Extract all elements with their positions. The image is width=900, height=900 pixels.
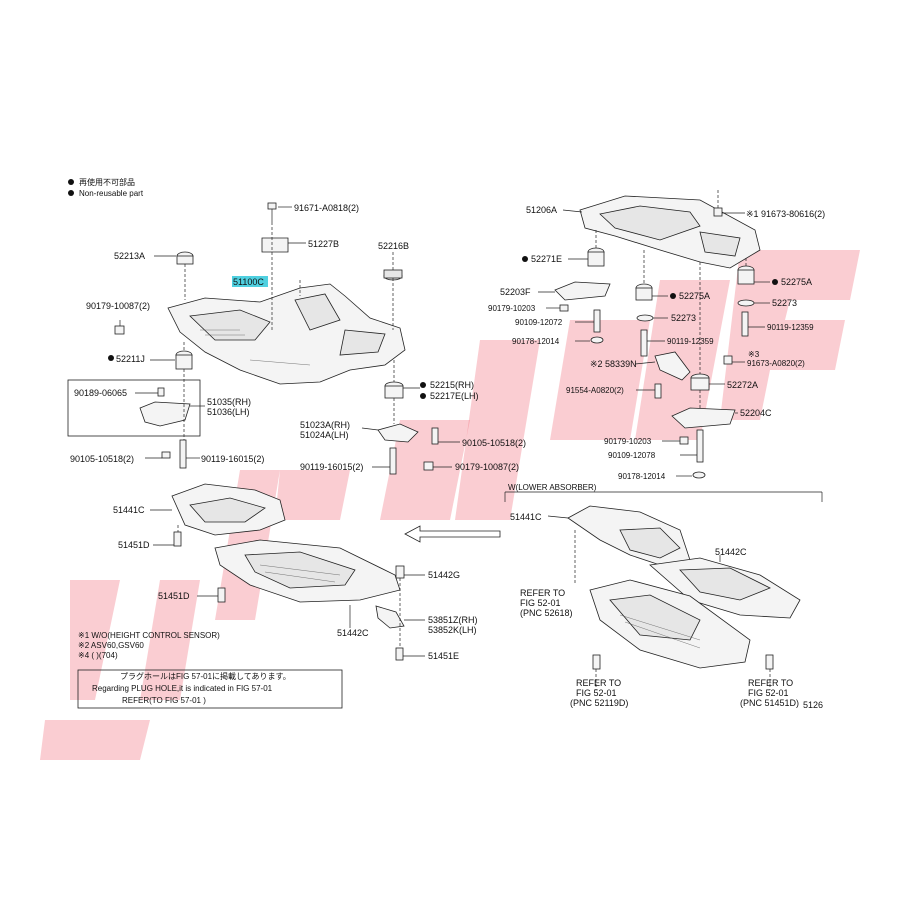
- label-51035: 51035(RH): [207, 397, 251, 407]
- label-52213A: 52213A: [114, 251, 145, 261]
- label-52275A-a: 52275A: [781, 277, 812, 287]
- label-refer-2-fig: FIG 52-01: [576, 688, 617, 698]
- nonreusable-bullet: [420, 382, 426, 388]
- label-90105-10518-a: 90105-10518(2): [70, 454, 134, 464]
- plug-note-line-3: REFER(TO FIG 57-01 ): [122, 696, 206, 705]
- label-refer-1: REFER TO: [520, 588, 565, 598]
- legend-reuse-en: Non-reusable part: [79, 189, 144, 198]
- label-91671-A0818: 91671-A0818(2): [294, 203, 359, 213]
- label-51441C-b: 51441C: [510, 512, 542, 522]
- label-refer-2: REFER TO: [576, 678, 621, 688]
- label-90179-10087-b: 90179-10087(2): [455, 462, 519, 472]
- nonreusable-bullet: [420, 393, 426, 399]
- label-90179-10087-a: 90179-10087(2): [86, 301, 150, 311]
- label-90178-12014-b: 90178-12014: [618, 472, 666, 481]
- label-refer-1-fig: FIG 52-01: [520, 598, 561, 608]
- under-cover-group-left: [150, 483, 425, 661]
- label-90189-06065: 90189-06065: [74, 388, 127, 398]
- label-90119-16015-b: 90119-16015(2): [300, 462, 363, 472]
- label-note3: ※3: [748, 350, 760, 359]
- label-51024A: 51024A(LH): [300, 430, 349, 440]
- label-51100C: 51100C: [233, 277, 264, 287]
- label-refer-3: REFER TO: [748, 678, 793, 688]
- label-51451E: 51451E: [428, 651, 459, 661]
- rear-suspension-group: [538, 190, 770, 479]
- label-51442C-b: 51442C: [715, 547, 747, 557]
- label-90105-10518-b: 90105-10518(2): [462, 438, 526, 448]
- front-crossmember-group: [67, 202, 460, 475]
- note-3: ※4 ( )(704): [78, 651, 118, 660]
- nonreusable-bullet: [108, 355, 114, 361]
- label-52217E: 52217E(LH): [430, 391, 479, 401]
- label-51442G: 51442G: [428, 570, 460, 580]
- nonreusable-bullet: [772, 279, 778, 285]
- label-53852K: 53852K(LH): [428, 625, 477, 635]
- nonreusable-bullet: [670, 293, 676, 299]
- label-91554-A0820: 91554-A0820(2): [566, 386, 624, 395]
- label-51442C-a: 51442C: [337, 628, 369, 638]
- plug-note-box: [77, 669, 343, 709]
- label-refer-2-pnc: (PNC 52119D): [570, 698, 628, 708]
- plug-note-line-2: Regarding PLUG HOLE,it is indicated in F…: [92, 684, 273, 693]
- label-52204C: 52204C: [740, 408, 772, 418]
- label-51227B: 51227B: [308, 239, 339, 249]
- label-90119-12359-a: 90119-12359: [767, 323, 814, 332]
- label-52215: 52215(RH): [430, 380, 474, 390]
- label-refer-3-pnc: (PNC 51451D): [740, 698, 799, 708]
- figure-number: 5126: [803, 700, 823, 710]
- label-90119-12359-b: 90119-12359: [667, 337, 714, 346]
- label-52272A: 52272A: [727, 380, 758, 390]
- label-91673-A0820: 91673-A0820(2): [747, 359, 805, 368]
- label-51023A: 51023A(RH): [300, 420, 350, 430]
- label-90179-10203-a: 90179-10203: [488, 304, 536, 313]
- label-90178-12014-a: 90178-12014: [512, 337, 560, 346]
- lower-absorber-group: [504, 491, 823, 690]
- arrow-left-icon: [404, 525, 501, 543]
- label-51206A: 51206A: [526, 205, 557, 215]
- label-lower-absorber: W(LOWER ABSORBER): [508, 483, 597, 492]
- label-52273-b: 52273: [671, 313, 696, 323]
- label-52211J: 52211J: [116, 354, 145, 364]
- note-2: ※2 ASV60,GSV60: [78, 641, 144, 650]
- label-58339N: ※2 58339N: [590, 359, 637, 369]
- legend-bullet-1: [68, 179, 74, 185]
- legend-reuse-jp: 再使用不可部品: [79, 177, 135, 187]
- nonreusable-bullet: [522, 256, 528, 262]
- label-51441C-a: 51441C: [113, 505, 145, 515]
- label-52271E: 52271E: [531, 254, 562, 264]
- highlight-51100C: [232, 276, 268, 287]
- label-51451D-b: 51451D: [158, 591, 190, 601]
- label-refer-3-fig: FIG 52-01: [748, 688, 789, 698]
- note-1: ※1 W/O(HEIGHT CONTROL SENSOR): [78, 631, 220, 640]
- label-refer-1-pnc: (PNC 52618): [520, 608, 573, 618]
- label-90109-12078: 90109-12078: [608, 451, 656, 460]
- label-53851Z: 53851Z(RH): [428, 615, 478, 625]
- label-52203F: 52203F: [500, 287, 531, 297]
- label-90179-10203-b: 90179-10203: [604, 437, 652, 446]
- label-52275A-b: 52275A: [679, 291, 710, 301]
- label-52216B: 52216B: [378, 241, 409, 251]
- label-91673-80616: ※1 91673-80616(2): [746, 209, 825, 219]
- label-51451D-a: 51451D: [118, 540, 150, 550]
- label-90119-16015-a: 90119-16015(2): [201, 454, 264, 464]
- plug-note-line-1: プラグホールはFIG 57-01に掲載してあります。: [120, 671, 291, 681]
- legend-bullet-2: [68, 190, 74, 196]
- label-90109-12072: 90109-12072: [515, 318, 563, 327]
- label-52273-a: 52273: [772, 298, 797, 308]
- label-51036: 51036(LH): [207, 407, 250, 417]
